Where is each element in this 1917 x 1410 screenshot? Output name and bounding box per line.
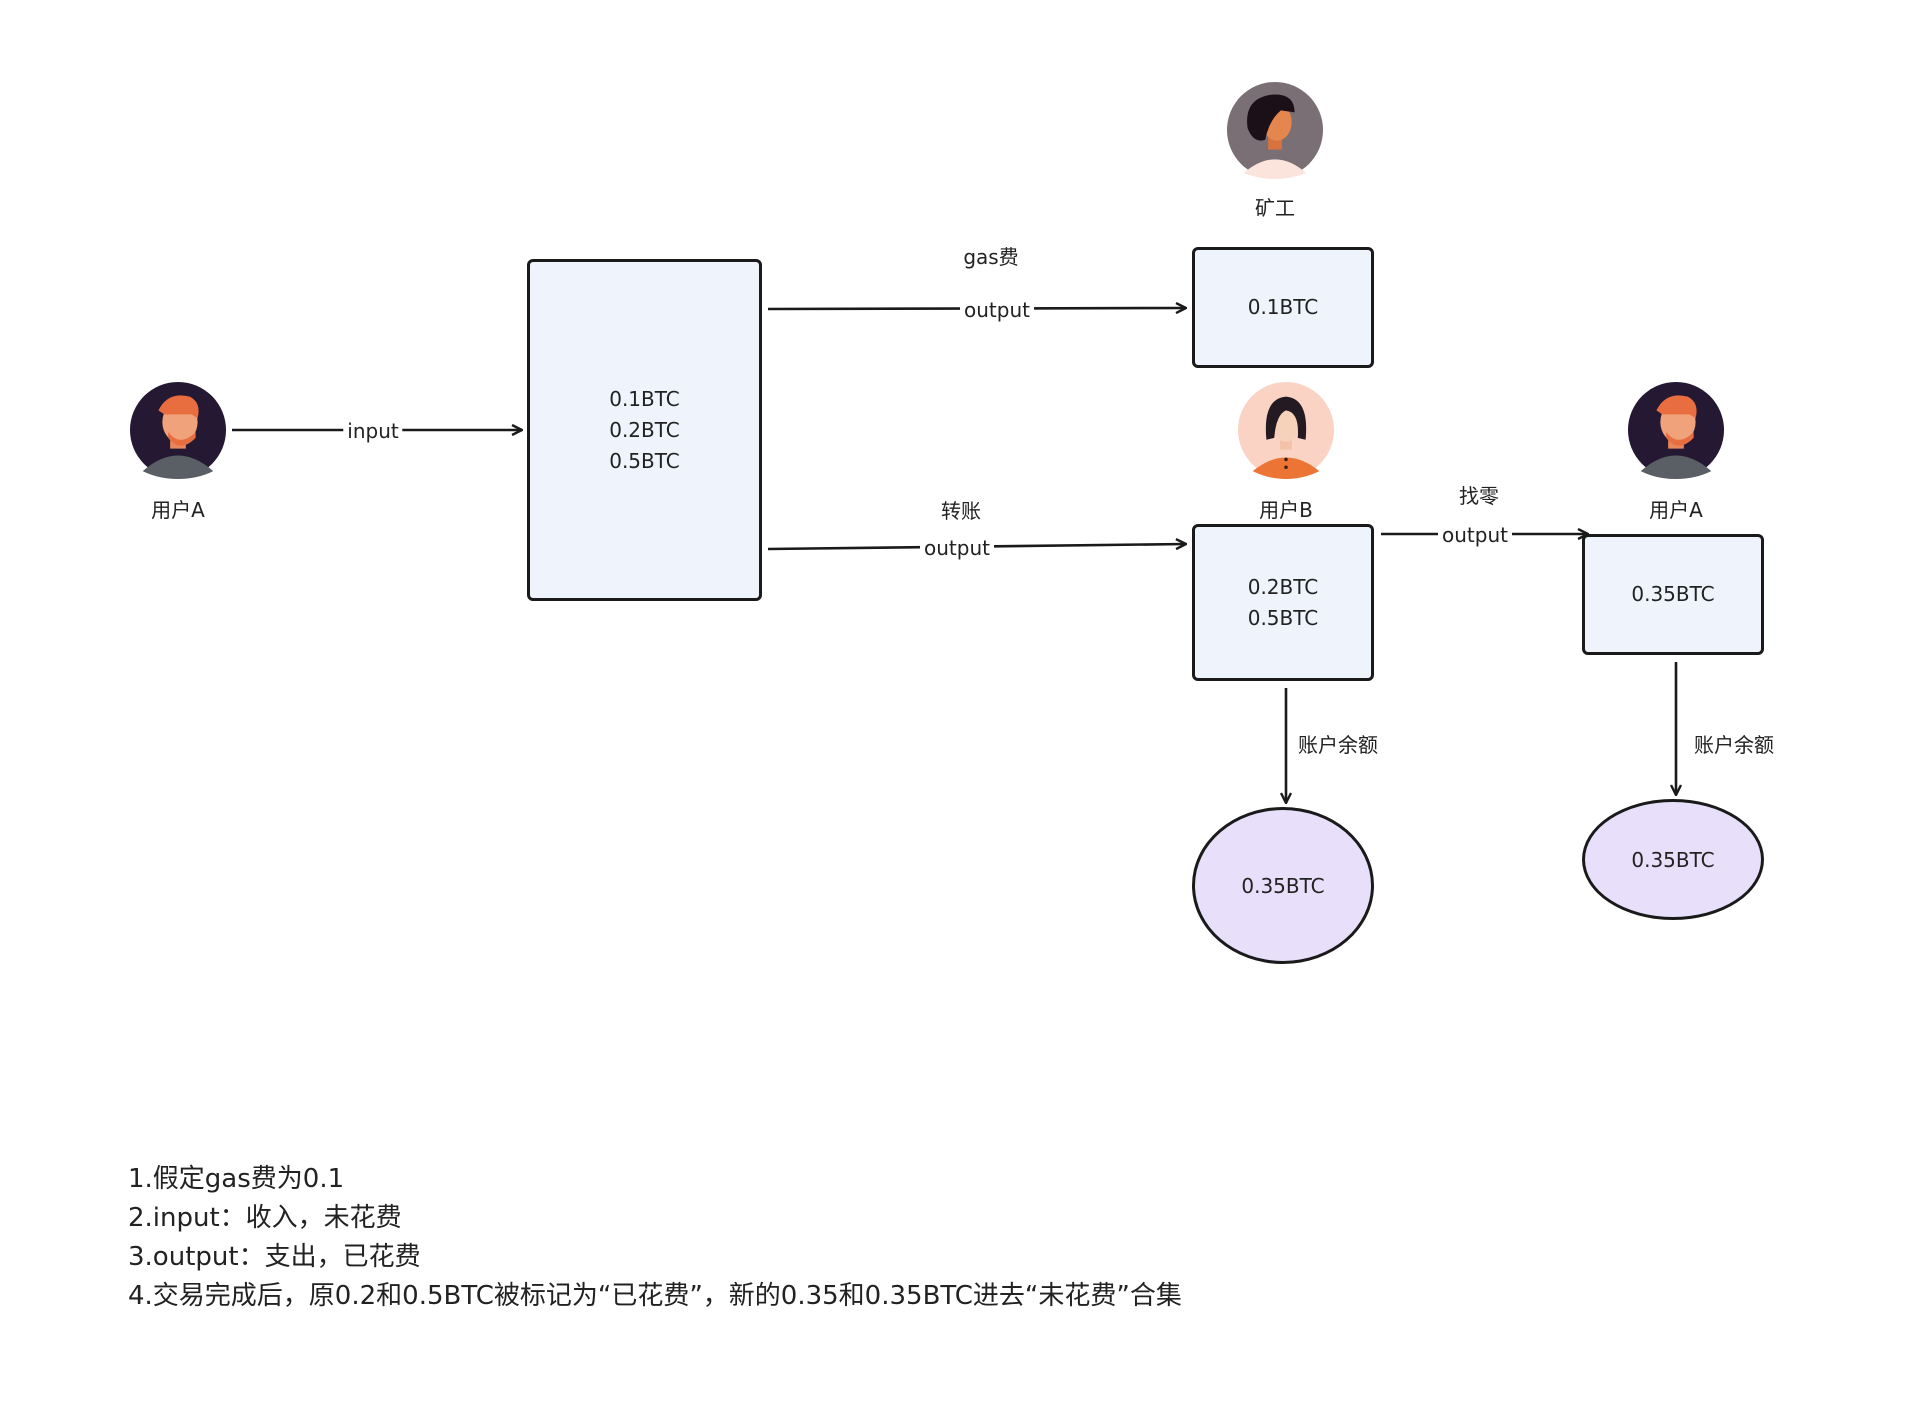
balance-a-label: 账户余额 (1694, 733, 1774, 757)
input-utxo-2: 0.5BTC (609, 448, 680, 473)
miner-output-0: 0.1BTC (1247, 295, 1319, 319)
user-a-right-label: 用户A (1649, 498, 1703, 522)
change-label: 找零 (1459, 484, 1499, 508)
user-b-output-1: 0.5BTC (1247, 605, 1319, 630)
note-line-3: 3.output：支出，已花费 (128, 1242, 421, 1272)
user-b-output-box: 0.2BTC 0.5BTC (1192, 524, 1374, 681)
user-a-left-label: 用户A (151, 498, 205, 522)
user-b-avatar-icon (1237, 381, 1335, 479)
note-line-2: 2.input：收入，未花费 (128, 1203, 402, 1233)
input-utxo-1: 0.2BTC (609, 417, 680, 442)
miner-output-box: 0.1BTC (1192, 247, 1374, 368)
note-line-1: 1.假定gas费为0.1 (128, 1164, 345, 1194)
balance-b-label: 账户余额 (1298, 733, 1378, 757)
user-a-change-box: 0.35BTC (1582, 534, 1764, 655)
user-b-label: 用户B (1259, 498, 1313, 522)
user-a-left-avatar-icon (129, 381, 227, 479)
transfer-label: 转账 (941, 499, 981, 523)
transfer-output-label: output (920, 536, 994, 560)
gas-fee-label: gas费 (963, 245, 1019, 269)
user-a-right-avatar-icon (1627, 381, 1725, 479)
miner-avatar-icon (1226, 81, 1324, 179)
user-a-change-0: 0.35BTC (1631, 582, 1715, 606)
user-b-output-0: 0.2BTC (1247, 574, 1319, 599)
miner-label: 矿工 (1255, 196, 1295, 220)
notes-block: 1.假定gas费为0.1 2.input：收入，未花费 3.output：支出，… (128, 1160, 1182, 1316)
input-edge-label: input (343, 419, 403, 443)
change-output-label: output (1438, 523, 1512, 547)
input-utxo-0: 0.1BTC (609, 386, 680, 411)
user-b-balance-ellipse: 0.35BTC (1192, 807, 1374, 964)
note-line-4: 4.交易完成后，原0.2和0.5BTC被标记为“已花费”，新的0.35和0.35… (128, 1281, 1182, 1311)
gas-output-label: output (960, 298, 1034, 322)
input-utxo-box: 0.1BTC 0.2BTC 0.5BTC (527, 259, 762, 601)
user-a-balance-ellipse: 0.35BTC (1582, 799, 1764, 920)
